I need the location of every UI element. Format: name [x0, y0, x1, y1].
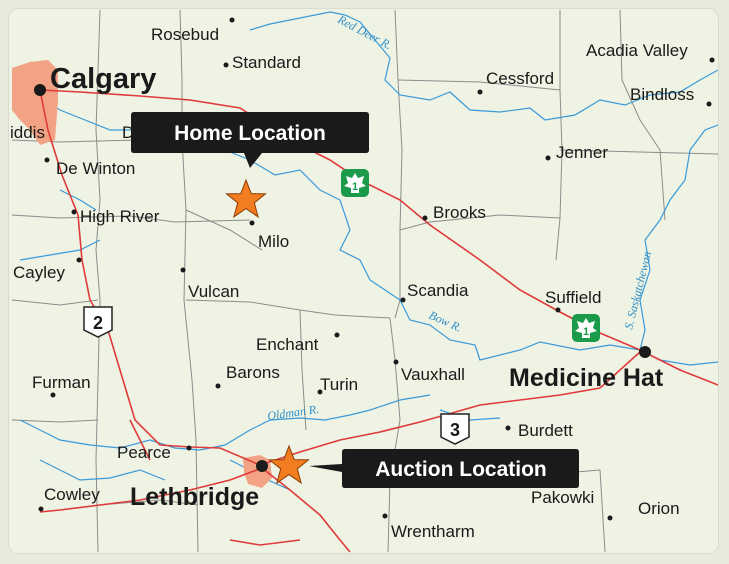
- town-label-scandia: Scandia: [407, 281, 469, 300]
- city-dots: [34, 84, 651, 472]
- hwy2-shield: 2: [83, 306, 113, 338]
- alberta-map: 2 3 1 1 Red Deer R. Bow R. Oldman R. S. …: [9, 9, 718, 553]
- tch-shield-2: 1: [572, 314, 600, 342]
- home-callout-label: Home Location: [174, 122, 326, 145]
- town-label-cayley: Cayley: [13, 263, 65, 282]
- town-label-turin: Turin: [320, 375, 358, 394]
- auction-callout-box: [309, 449, 579, 488]
- star-icon: [268, 444, 310, 485]
- tch-shield-1: 1: [341, 169, 369, 197]
- town-labels: Rosebud Standard Cessford Acadia Valley …: [10, 25, 694, 541]
- town-label-bindloss: Bindloss: [630, 85, 694, 104]
- city-label-medicine-hat: Medicine Hat: [509, 364, 664, 392]
- city-labels: Calgary Lethbridge Medicine Hat: [50, 63, 664, 511]
- town-label-rosebud: Rosebud: [151, 25, 219, 44]
- town-dots: [38, 17, 715, 521]
- calgary-dot: [34, 84, 46, 96]
- city-label-lethbridge: Lethbridge: [130, 483, 259, 511]
- town-label-brooks: Brooks: [433, 203, 486, 222]
- boundaries: [11, 9, 718, 553]
- town-label-orion: Orion: [638, 499, 680, 518]
- hwy3-shield: 3: [440, 413, 470, 445]
- hwy2-number: 2: [93, 313, 103, 333]
- town-label-standard: Standard: [232, 53, 301, 72]
- home-callout-box: [131, 112, 369, 168]
- town-label-barons: Barons: [226, 363, 280, 382]
- town-label-cowley: Cowley: [44, 485, 100, 504]
- town-label-de-winton: De Winton: [56, 159, 135, 178]
- hwy3-number: 3: [450, 420, 460, 440]
- town-label-okotoks-partial: iddis: [10, 123, 45, 142]
- star-icon: [225, 178, 267, 219]
- town-label-acadia-valley: Acadia Valley: [586, 41, 688, 60]
- town-label-vulcan: Vulcan: [188, 282, 239, 301]
- town-label-wrentham: Wrentharm: [391, 522, 475, 541]
- tch1-number: 1: [352, 181, 358, 193]
- auction-callout-label: Auction Location: [375, 458, 547, 481]
- town-label-jenner: Jenner: [556, 143, 608, 162]
- town-label-suffield: Suffield: [545, 288, 601, 307]
- town-label-burdett: Burdett: [518, 421, 573, 440]
- town-label-vauxhall: Vauxhall: [401, 365, 465, 384]
- town-label-furman: Furman: [32, 373, 91, 392]
- town-label-pakowki: Pakowki: [531, 488, 594, 507]
- town-label-cessford: Cessford: [486, 69, 554, 88]
- map-frame: 2 3 1 1 Red Deer R. Bow R. Oldman R. S. …: [9, 9, 718, 553]
- town-label-enchant: Enchant: [256, 335, 319, 354]
- tch1b-number: 1: [583, 326, 589, 338]
- town-label-pearce: Pearce: [117, 443, 171, 462]
- medicine-hat-dot: [639, 346, 651, 358]
- auction-callout: Auction Location: [309, 449, 579, 488]
- lethbridge-dot: [256, 460, 268, 472]
- town-label-milo: Milo: [258, 232, 289, 251]
- town-label-high-river: High River: [80, 207, 160, 226]
- city-label-calgary: Calgary: [50, 63, 156, 95]
- home-callout: Home Location: [131, 112, 369, 168]
